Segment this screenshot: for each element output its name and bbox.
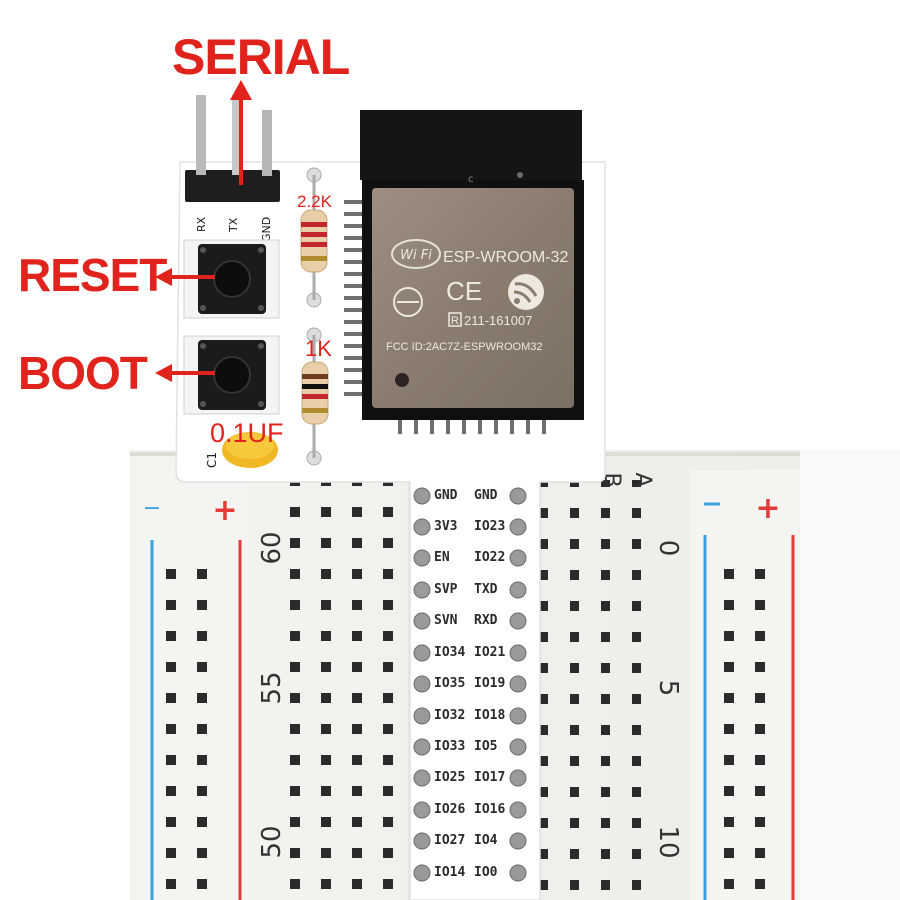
- ce-mark: CE: [446, 276, 482, 306]
- pin-right-label: IO23: [474, 519, 506, 534]
- pin-left-label: IO35: [434, 676, 466, 691]
- rail-holes-right: [708, 550, 783, 900]
- row-number-left-2: 50: [257, 825, 287, 858]
- pin-right-label: TXD: [474, 582, 498, 597]
- fcc-id: FCC ID:2AC7Z-ESPWROOM32: [386, 341, 542, 353]
- capacitor: [222, 432, 278, 468]
- terminal-holes-right: [540, 480, 660, 900]
- pin-row: IO35 IO19: [412, 674, 532, 694]
- rail-plus-label-left: +: [212, 493, 237, 528]
- pin-left-label: IO34: [434, 645, 466, 660]
- column-letter-a: A: [630, 472, 655, 487]
- cert-r-box: [448, 312, 462, 327]
- telec-mark-icon: [393, 287, 423, 317]
- row-number-left-0: 60: [257, 531, 287, 564]
- pin-row: GND GND: [412, 486, 532, 506]
- row-number-left-1: 55: [257, 671, 287, 704]
- row-number-right-0: 0: [653, 540, 683, 557]
- pin-left-label: SVN: [434, 613, 458, 628]
- pin-right-label: IO16: [474, 802, 506, 817]
- pin-row: IO32 IO18: [412, 706, 532, 726]
- pin-left-label: IO33: [434, 739, 466, 754]
- cert-number: 211-161007: [464, 313, 532, 328]
- serial-header[interactable]: [185, 95, 280, 202]
- pin-right-label: IO4: [474, 833, 498, 848]
- module-castellations: [344, 200, 546, 434]
- header-pin-labels: RX TX GND: [195, 216, 273, 242]
- reset-label: RESET: [18, 249, 167, 301]
- pin-left-label: IO26: [434, 802, 466, 817]
- pin-left-label: GND: [434, 488, 458, 503]
- module-shield-mark: c: [468, 174, 474, 185]
- pin-right-label: IO21: [474, 645, 506, 660]
- capacitor-label: 0.1UF: [210, 418, 284, 448]
- pin-right-label: RXD: [474, 613, 498, 628]
- serial-label: SERIAL: [172, 29, 350, 85]
- wifi-logo-text: Wi Fi: [400, 248, 432, 263]
- pin-row: IO25 IO17: [412, 768, 532, 788]
- pin-row: IO34 IO21: [412, 643, 532, 663]
- rail-plus-label-right: +: [755, 491, 780, 526]
- wifi-logo: [391, 239, 441, 269]
- pin-row: SVN RXD: [412, 611, 532, 631]
- pin-row: SVP TXD: [412, 580, 532, 600]
- cert-r: R: [451, 315, 459, 327]
- terminal-holes-left: [280, 480, 410, 900]
- pin-left-label: IO25: [434, 770, 466, 785]
- pin-right-label: IO22: [474, 550, 506, 565]
- resistor-2k2-label: 2.2K: [297, 192, 332, 211]
- pin-pads: [413, 487, 527, 882]
- pin-label-gnd: GND: [260, 217, 273, 242]
- pin-left-label: EN: [434, 550, 450, 565]
- pin-row: 3V3 IO23: [412, 517, 532, 537]
- pin-left-label: IO27: [434, 833, 466, 848]
- pin-row: EN IO22: [412, 548, 532, 568]
- pin-right-label: IO5: [474, 739, 498, 754]
- row-number-right-1: 5: [653, 680, 683, 697]
- reset-arrow: [155, 268, 215, 286]
- pin-label-tx: TX: [227, 217, 240, 233]
- pin-right-label: IO17: [474, 770, 506, 785]
- espressif-logo-icon: [508, 274, 544, 310]
- module-title: ESP-WROOM-32: [443, 249, 568, 266]
- boot-label: BOOT: [18, 347, 148, 399]
- pin-row: IO26 IO16: [412, 800, 532, 820]
- row-numbers-left: 60 55 50: [257, 531, 287, 858]
- row-number-right-2: 10: [653, 825, 683, 858]
- resistor-1k-label: 1K: [305, 336, 332, 361]
- pin-row: IO27 IO4: [412, 831, 532, 851]
- pin-left-label: 3V3: [434, 519, 458, 534]
- resistor-1k: [301, 327, 329, 466]
- rail-holes-left: [165, 550, 227, 900]
- pin-label-rx: RX: [195, 216, 208, 232]
- pin-right-label: GND: [474, 488, 498, 503]
- cap-ref-label: C1: [205, 452, 219, 468]
- pin-right-label: IO18: [474, 708, 506, 723]
- serial-arrow: [230, 80, 252, 185]
- pin-right-label: IO0: [474, 865, 498, 880]
- pin-row: IO33 IO5: [412, 737, 532, 757]
- resistor-2k2: [300, 167, 328, 308]
- esp32-module: [344, 110, 584, 434]
- pin-left-label: IO14: [434, 865, 466, 880]
- pin-right-label: IO19: [474, 676, 506, 691]
- rail-minus-label-left: −: [143, 496, 161, 521]
- boot-arrow: [155, 364, 215, 382]
- pin-row: IO14 IO0: [412, 863, 532, 883]
- row-numbers-right: 0 5 10: [653, 540, 683, 859]
- rail-minus-label-right: −: [701, 489, 723, 519]
- pin-left-label: SVP: [434, 582, 458, 597]
- pin-left-label: IO32: [434, 708, 466, 723]
